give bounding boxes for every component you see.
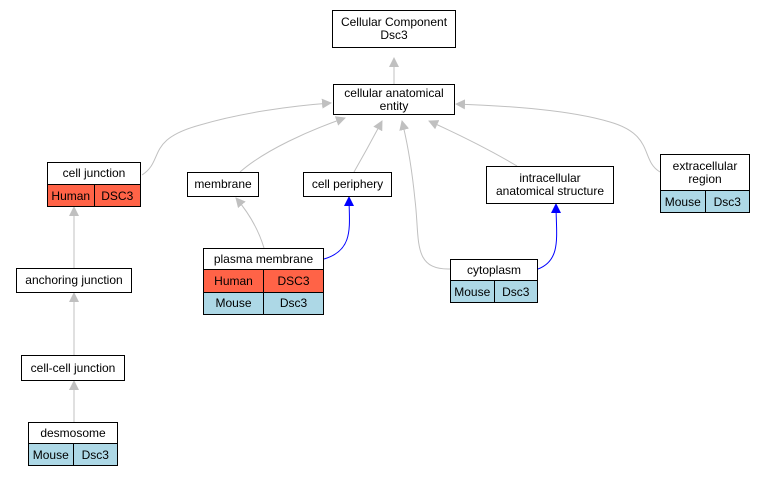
gene-cell: DSC3 <box>93 185 141 206</box>
species-cell: Mouse <box>664 194 701 209</box>
node-desmosome[interactable]: desmosome <box>28 422 118 444</box>
gene-cell: Dsc3 <box>493 281 538 302</box>
edge-plasma-membrane-to-cell-periphery <box>323 196 355 260</box>
plasma-membrane-row-human: Human DSC3 <box>204 270 323 292</box>
node-intracellular-anatomical-structure[interactable]: intracellular anatomical structure <box>486 166 614 204</box>
node-cellular-anatomical-entity[interactable]: cellular anatomical entity <box>333 84 455 115</box>
node-cellular-component-line2: Dsc3 <box>380 28 408 42</box>
cytoplasm-row-mouse: Mouse Dsc3 <box>451 281 537 302</box>
edge-cell-junction-to-cae <box>141 98 332 176</box>
node-extracellular-region[interactable]: extracellular region <box>660 154 750 191</box>
gene-cell: Dsc3 <box>72 444 118 465</box>
node-plasma-membrane[interactable]: plasma membrane <box>203 248 324 270</box>
gene-cell: Dsc3 <box>263 292 323 314</box>
node-cytoplasm-label: cytoplasm <box>466 262 522 277</box>
cytoplasm-annotation-table: Mouse Dsc3 <box>450 281 538 303</box>
edge-membrane-to-cae <box>239 116 346 173</box>
node-cellular-component-line1: Cellular Component <box>340 15 448 29</box>
node-intracellular-line2: anatomical structure <box>495 184 605 198</box>
extracellular-row-mouse: Mouse Dsc3 <box>661 191 749 212</box>
node-cell-junction[interactable]: cell junction <box>47 162 141 185</box>
species-cell: Human <box>214 273 253 288</box>
edge-cytoplasm-to-cae <box>399 120 451 270</box>
cell-junction-annotation-table: Human DSC3 <box>47 185 141 207</box>
extracellular-annotation-table: Mouse Dsc3 <box>660 191 750 213</box>
cell-junction-row-human: Human DSC3 <box>48 185 140 206</box>
node-plasma-membrane-label: plasma membrane <box>213 251 314 266</box>
node-extracellular-line2: region <box>688 171 722 186</box>
node-cell-periphery[interactable]: cell periphery <box>303 172 392 197</box>
plasma-membrane-row-mouse: Mouse Dsc3 <box>204 291 323 314</box>
edge-cell-periphery-to-cae <box>353 120 383 173</box>
gene-cell: Dsc3 <box>704 191 750 212</box>
desmosome-row-mouse: Mouse Dsc3 <box>29 444 117 465</box>
node-anchoring-junction-label: anchoring junction <box>25 273 123 287</box>
node-cell-periphery-label: cell periphery <box>311 177 384 191</box>
node-membrane-label: membrane <box>194 177 252 191</box>
node-cae-line1: cellular anatomical <box>344 85 444 100</box>
node-cytoplasm[interactable]: cytoplasm <box>450 259 538 281</box>
node-cell-cell-junction-label: cell-cell junction <box>30 360 116 375</box>
node-membrane[interactable]: membrane <box>187 172 259 197</box>
node-desmosome-label: desmosome <box>40 425 106 440</box>
species-cell: Human <box>51 188 91 203</box>
edge-extracellular-to-cae <box>455 99 661 173</box>
species-cell: Mouse <box>32 447 69 462</box>
edge-cytoplasm-to-intracellular <box>537 203 562 270</box>
gene-cell: DSC3 <box>263 270 323 292</box>
node-intracellular-line1: intracellular <box>519 171 581 185</box>
species-cell: Mouse <box>454 284 491 299</box>
species-cell: Mouse <box>215 296 252 311</box>
plasma-membrane-annotation-table: Human DSC3 Mouse Dsc3 <box>203 270 324 315</box>
edge-plasma-membrane-to-membrane <box>235 197 265 249</box>
node-cell-cell-junction[interactable]: cell-cell junction <box>21 355 125 381</box>
node-cae-line2: entity <box>379 98 409 113</box>
node-anchoring-junction[interactable]: anchoring junction <box>16 268 132 293</box>
node-cellular-component[interactable]: Cellular Component Dsc3 <box>332 10 456 48</box>
desmosome-annotation-table: Mouse Dsc3 <box>28 444 118 466</box>
edge-intracellular-to-cae <box>428 120 518 167</box>
node-extracellular-line1: extracellular <box>672 158 738 173</box>
node-cell-junction-label: cell junction <box>62 166 126 180</box>
